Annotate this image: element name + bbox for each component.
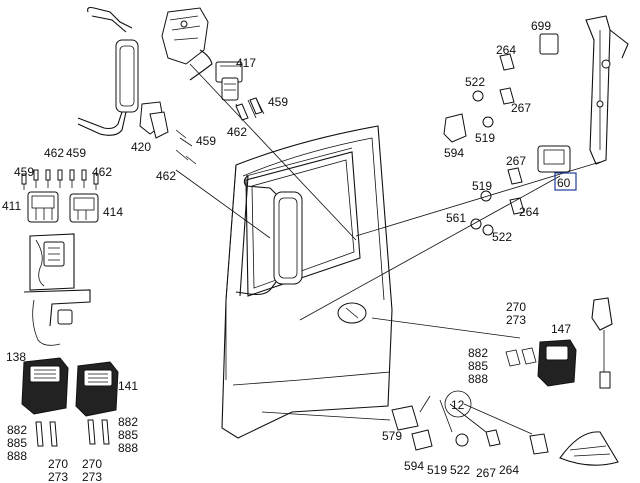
label-267: 267 <box>476 466 496 480</box>
connector-group-411-414 <box>21 169 99 346</box>
label-270: 270 <box>506 300 526 314</box>
label-270: 270 <box>48 457 68 471</box>
label-141: 141 <box>118 379 138 393</box>
label-267: 267 <box>506 154 526 168</box>
label-459: 459 <box>196 134 216 148</box>
label-519: 519 <box>475 131 495 145</box>
label-273: 273 <box>48 470 68 483</box>
door-panel <box>221 125 393 439</box>
label-888: 888 <box>7 449 27 463</box>
label-882: 882 <box>468 346 488 360</box>
label-459: 459 <box>66 146 86 160</box>
label-60: 60 <box>557 176 571 190</box>
label-462: 462 <box>92 165 112 179</box>
label-579: 579 <box>382 429 402 443</box>
label-519: 519 <box>472 179 492 193</box>
window-regulator-top <box>443 15 629 236</box>
leader-lines <box>175 63 601 435</box>
label-417: 417 <box>236 56 256 70</box>
connector-group-138-141 <box>21 357 119 447</box>
label-273: 273 <box>506 313 526 327</box>
label-561: 561 <box>446 211 466 225</box>
lock-connector-147 <box>505 297 613 389</box>
part-labels: 699 264 522 267 519 594 267 60 519 561 2… <box>2 19 571 483</box>
label-420: 420 <box>131 140 151 154</box>
label-462: 462 <box>227 125 247 139</box>
label-459: 459 <box>14 165 34 179</box>
label-264: 264 <box>496 43 516 57</box>
label-270: 270 <box>82 457 102 471</box>
label-267: 267 <box>511 101 531 115</box>
highlight-box-60 <box>554 172 577 191</box>
label-888: 888 <box>468 372 488 386</box>
mirror-assembly <box>77 6 303 297</box>
label-462: 462 <box>44 146 64 160</box>
label-594: 594 <box>444 146 464 160</box>
label-888: 888 <box>118 441 138 455</box>
bottom-parts <box>391 390 619 466</box>
label-522: 522 <box>450 463 470 477</box>
label-522: 522 <box>492 230 512 244</box>
label-885: 885 <box>468 359 488 373</box>
label-147: 147 <box>551 322 571 336</box>
label-882: 882 <box>7 423 27 437</box>
label-414: 414 <box>103 205 123 219</box>
label-885: 885 <box>7 436 27 450</box>
label-699: 699 <box>531 19 551 33</box>
label-12: 12 <box>451 398 465 412</box>
label-885: 885 <box>118 428 138 442</box>
label-138: 138 <box>6 350 26 364</box>
label-459: 459 <box>268 95 288 109</box>
label-273: 273 <box>82 470 102 483</box>
label-462: 462 <box>156 169 176 183</box>
label-264: 264 <box>519 205 539 219</box>
connector-group-417 <box>139 7 265 165</box>
label-264: 264 <box>499 463 519 477</box>
label-594: 594 <box>404 459 424 473</box>
label-522: 522 <box>465 75 485 89</box>
label-411: 411 <box>2 199 21 213</box>
label-519: 519 <box>427 463 447 477</box>
label-882: 882 <box>118 415 138 429</box>
